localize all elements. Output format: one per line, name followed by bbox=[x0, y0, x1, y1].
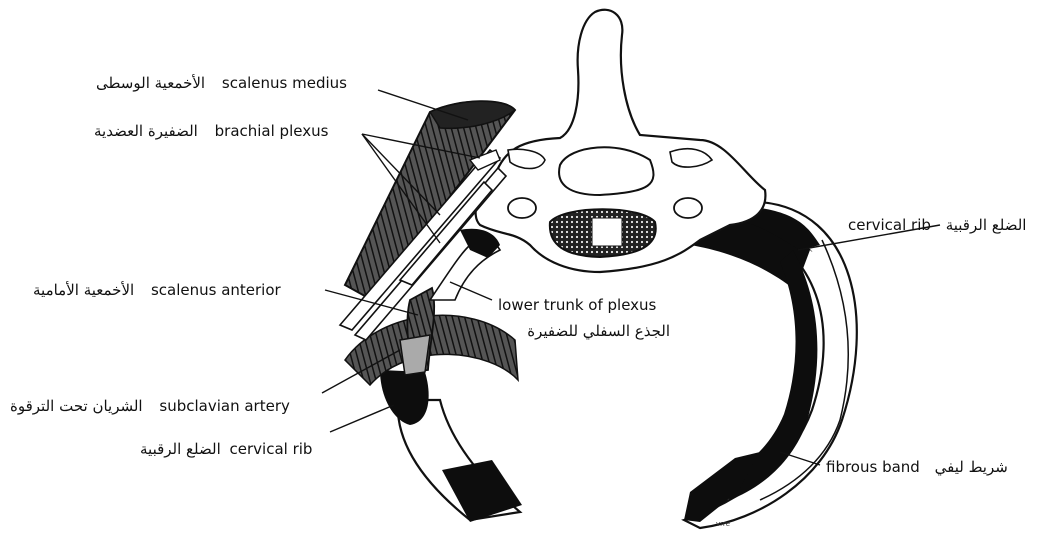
label-subclavian-artery-en: subclavian artery bbox=[159, 397, 289, 415]
label-subclavian-artery: الشريان تحت الترقوة subclavian artery bbox=[10, 397, 290, 415]
label-scalenus-medius: الأخمعية الوسطى scalenus medius bbox=[96, 74, 347, 92]
label-subclavian-artery-ar: الشريان تحت الترقوة bbox=[10, 397, 143, 415]
label-fibrous-band: fibrous band شريط ليفي bbox=[826, 458, 1008, 476]
label-fibrous-band-ar: شريط ليفي bbox=[935, 458, 1008, 476]
label-scalenus-medius-en: scalenus medius bbox=[222, 74, 347, 92]
label-cervical-rib-left-ar: الضلع الرقبية bbox=[140, 440, 221, 458]
label-cervical-rib-left: الضلع الرقبية cervical rib bbox=[140, 440, 312, 458]
label-lower-trunk-en: lower trunk of plexus bbox=[498, 296, 670, 314]
label-scalenus-anterior-en: scalenus anterior bbox=[151, 281, 281, 299]
artist-signature: vrre bbox=[716, 520, 730, 528]
label-brachial-plexus-ar: الضفيرة العضدية bbox=[94, 122, 198, 140]
right-cervical-rib bbox=[684, 202, 857, 528]
label-cervical-rib-right-en: cervical rib bbox=[848, 216, 931, 234]
label-cervical-rib-right-ar: الضلع الرقبية bbox=[946, 216, 1027, 234]
label-brachial-plexus-en: brachial plexus bbox=[215, 122, 329, 140]
subclavian-artery bbox=[400, 335, 430, 375]
label-brachial-plexus: الضفيرة العضدية brachial plexus bbox=[94, 122, 328, 140]
label-fibrous-band-en: fibrous band bbox=[826, 458, 920, 476]
label-lower-trunk-ar: الجذع السفلي للضفيرة bbox=[498, 322, 670, 340]
label-lower-trunk: lower trunk of plexus الجذع السفلي للضفي… bbox=[498, 296, 670, 340]
left-cervical-rib bbox=[380, 370, 522, 522]
label-cervical-rib-left-en: cervical rib bbox=[230, 440, 313, 458]
label-scalenus-medius-ar: الأخمعية الوسطى bbox=[96, 74, 205, 92]
label-cervical-rib-right: cervical rib الضلع الرقبية bbox=[848, 216, 1026, 234]
label-scalenus-anterior-ar: الأخمعية الأمامية bbox=[33, 281, 134, 299]
label-scalenus-anterior: الأخمعية الأمامية scalenus anterior bbox=[33, 281, 281, 299]
